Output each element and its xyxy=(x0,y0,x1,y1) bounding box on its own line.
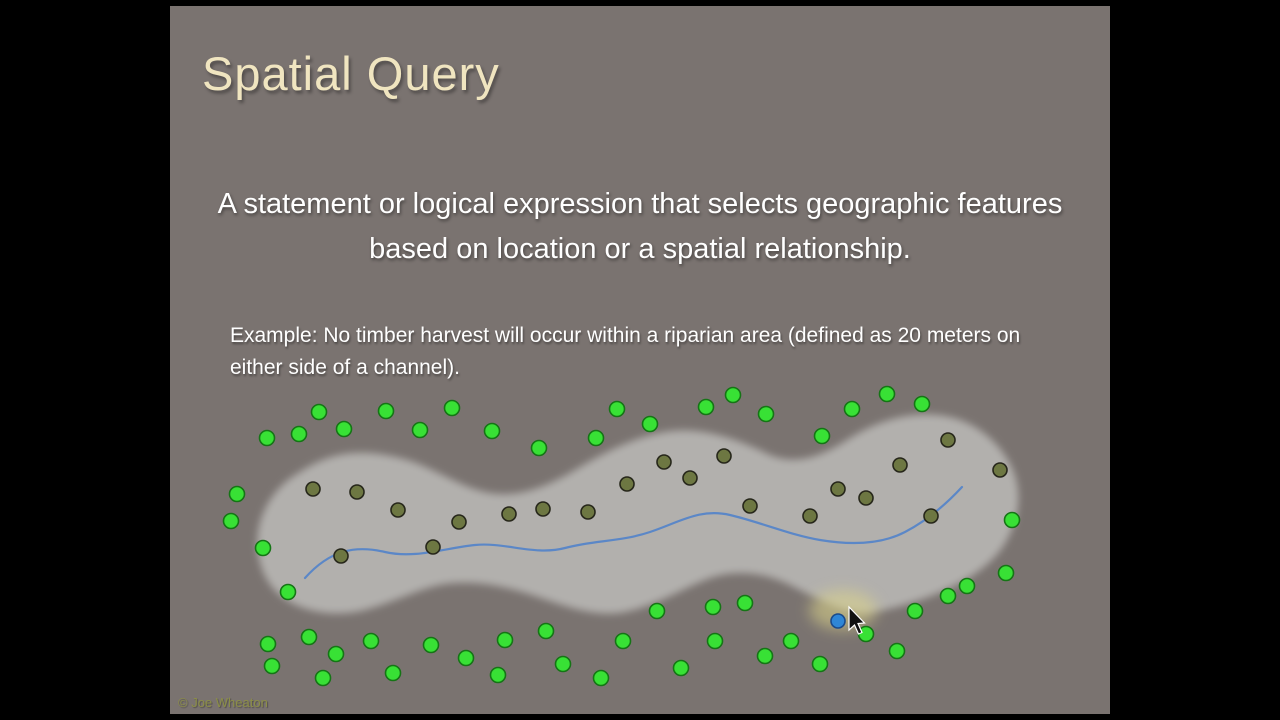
slide: Spatial Query A statement or logical exp… xyxy=(170,6,1110,714)
example-text: Example: No timber harvest will occur wi… xyxy=(230,324,1021,379)
slide-title: Spatial Query xyxy=(202,47,500,100)
definition-text: A statement or logical expression that s… xyxy=(217,188,1063,265)
copyright-credit: © Joe Wheaton xyxy=(178,695,268,710)
